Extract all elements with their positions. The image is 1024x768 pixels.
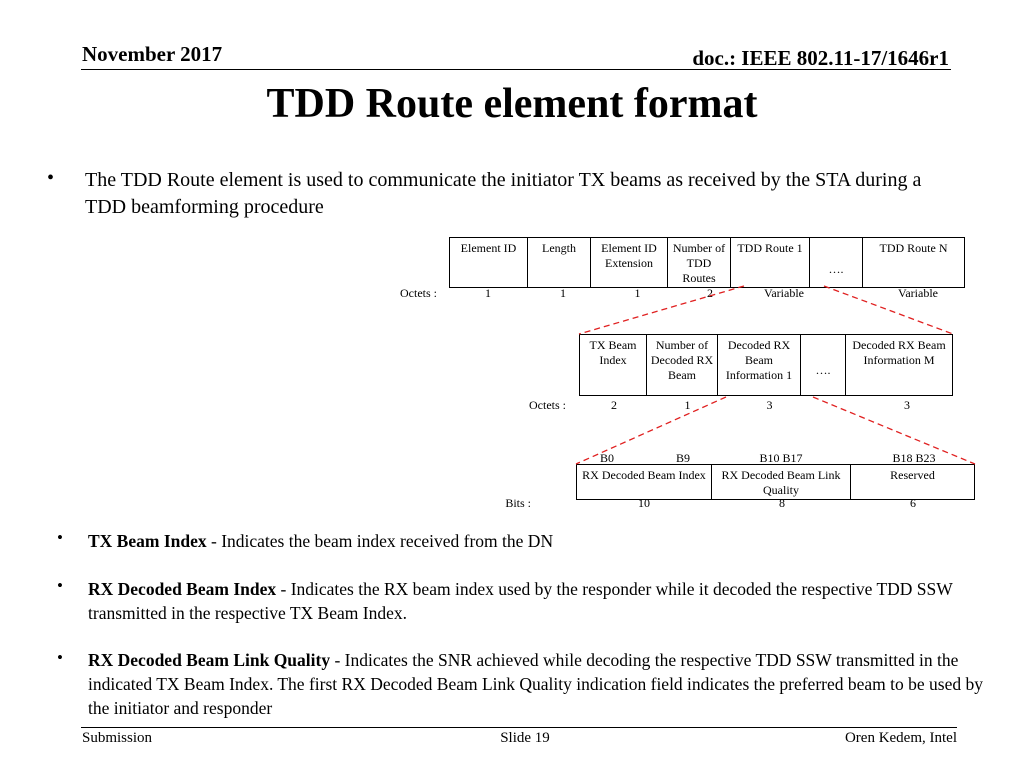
table1-row-label: Octets :: [400, 286, 437, 300]
field-rx-decoded-beam-link-quality: RX Decoded Beam Link Quality: [711, 464, 851, 500]
table1-size-extension: 1: [634, 286, 641, 300]
field-number-of-tdd-routes: Number of TDD Routes: [667, 237, 731, 288]
definition-rx-decoded-beam-link-quality: RX Decoded Beam Link Quality - Indicates…: [88, 648, 988, 720]
slide-title: TDD Route element format: [266, 81, 758, 127]
table3-bits-beam-index: 10: [638, 496, 650, 510]
decoded-rx-beam-info-table: RX Decoded Beam Index RX Decoded Beam Li…: [576, 464, 975, 500]
field-tdd-route-n: TDD Route N: [862, 237, 965, 288]
field-tx-beam-index: TX Beam Index: [579, 334, 647, 396]
table2-row-label: Octets :: [529, 398, 566, 412]
definition-text: - Indicates the SNR achieved while decod…: [88, 650, 983, 718]
field-decoded-rx-beam-info-m: Decoded RX Beam Information M: [845, 334, 953, 396]
bit-position-b9: B9: [675, 451, 690, 465]
footer-author: Oren Kedem, Intel: [844, 730, 957, 746]
table3-bits-link-quality: 8: [779, 496, 785, 510]
field-reserved: Reserved: [850, 464, 975, 500]
definition-term: RX Decoded Beam Index: [88, 579, 277, 599]
table1-size-element-id: 1: [485, 286, 491, 300]
field-element-id-extension: Element ID Extension: [590, 237, 668, 288]
connector-line-right-1: [823, 285, 954, 335]
table2-size-info-m: 3: [904, 398, 910, 412]
field-length: Length: [527, 237, 591, 288]
table2-size-tx-beam-index: 2: [611, 398, 617, 412]
bit-position-b10-b17: B10 B17: [759, 451, 803, 465]
table1-size-route-n: Variable: [898, 286, 938, 300]
connector-line-right-2: [812, 396, 976, 465]
table1-size-number-of-routes: 2: [707, 286, 713, 300]
tdd-route-element-table: Element ID Length Element ID Extension N…: [449, 237, 965, 288]
table2-size-info-1: 3: [766, 398, 773, 412]
table1-size-length: 1: [560, 286, 566, 300]
header-date: November 2017: [82, 42, 223, 66]
field-ellipsis: ….: [809, 237, 863, 288]
bit-position-b18-b23: B18 B23: [892, 451, 936, 465]
bit-position-b0: B0: [599, 451, 614, 465]
definition-text: - Indicates the beam index received from…: [206, 531, 554, 551]
table2-size-number-decoded: 1: [684, 398, 691, 412]
bullet-marker: •: [57, 648, 63, 667]
definition-tx-beam-index: TX Beam Index - Indicates the beam index…: [88, 529, 988, 553]
tdd-route-subfield-table: TX Beam Index Number of Decoded RX Beam …: [579, 334, 953, 396]
field-ellipsis-2: ….: [800, 334, 846, 396]
footer-submission: Submission: [82, 730, 153, 746]
connector-line-left-2: [575, 396, 727, 465]
intro-text: The TDD Route element is used to communi…: [85, 169, 922, 218]
field-tdd-route-1: TDD Route 1: [730, 237, 810, 288]
definition-term: RX Decoded Beam Link Quality: [88, 650, 331, 670]
table3-row-label: Bits :: [505, 496, 531, 510]
footer-slide-number: Slide 19: [500, 730, 550, 746]
table1-size-route-1: Variable: [764, 286, 804, 300]
header-doc-id: doc.: IEEE 802.11-17/1646r1: [692, 46, 949, 70]
field-decoded-rx-beam-info-1: Decoded RX Beam Information 1: [717, 334, 801, 396]
bullet-marker: •: [47, 167, 55, 189]
footer-divider: [81, 727, 957, 728]
header-divider: [81, 69, 951, 70]
bullet-marker: •: [57, 528, 63, 547]
definition-term: TX Beam Index: [88, 531, 207, 551]
definition-rx-decoded-beam-index: RX Decoded Beam Index - Indicates the RX…: [88, 577, 988, 625]
bullet-marker: •: [57, 576, 63, 595]
field-rx-decoded-beam-index: RX Decoded Beam Index: [576, 464, 712, 500]
table3-bits-reserved: 6: [910, 496, 916, 510]
definition-text: - Indicates the RX beam index used by th…: [88, 579, 953, 623]
connector-line-left-1: [578, 285, 745, 335]
